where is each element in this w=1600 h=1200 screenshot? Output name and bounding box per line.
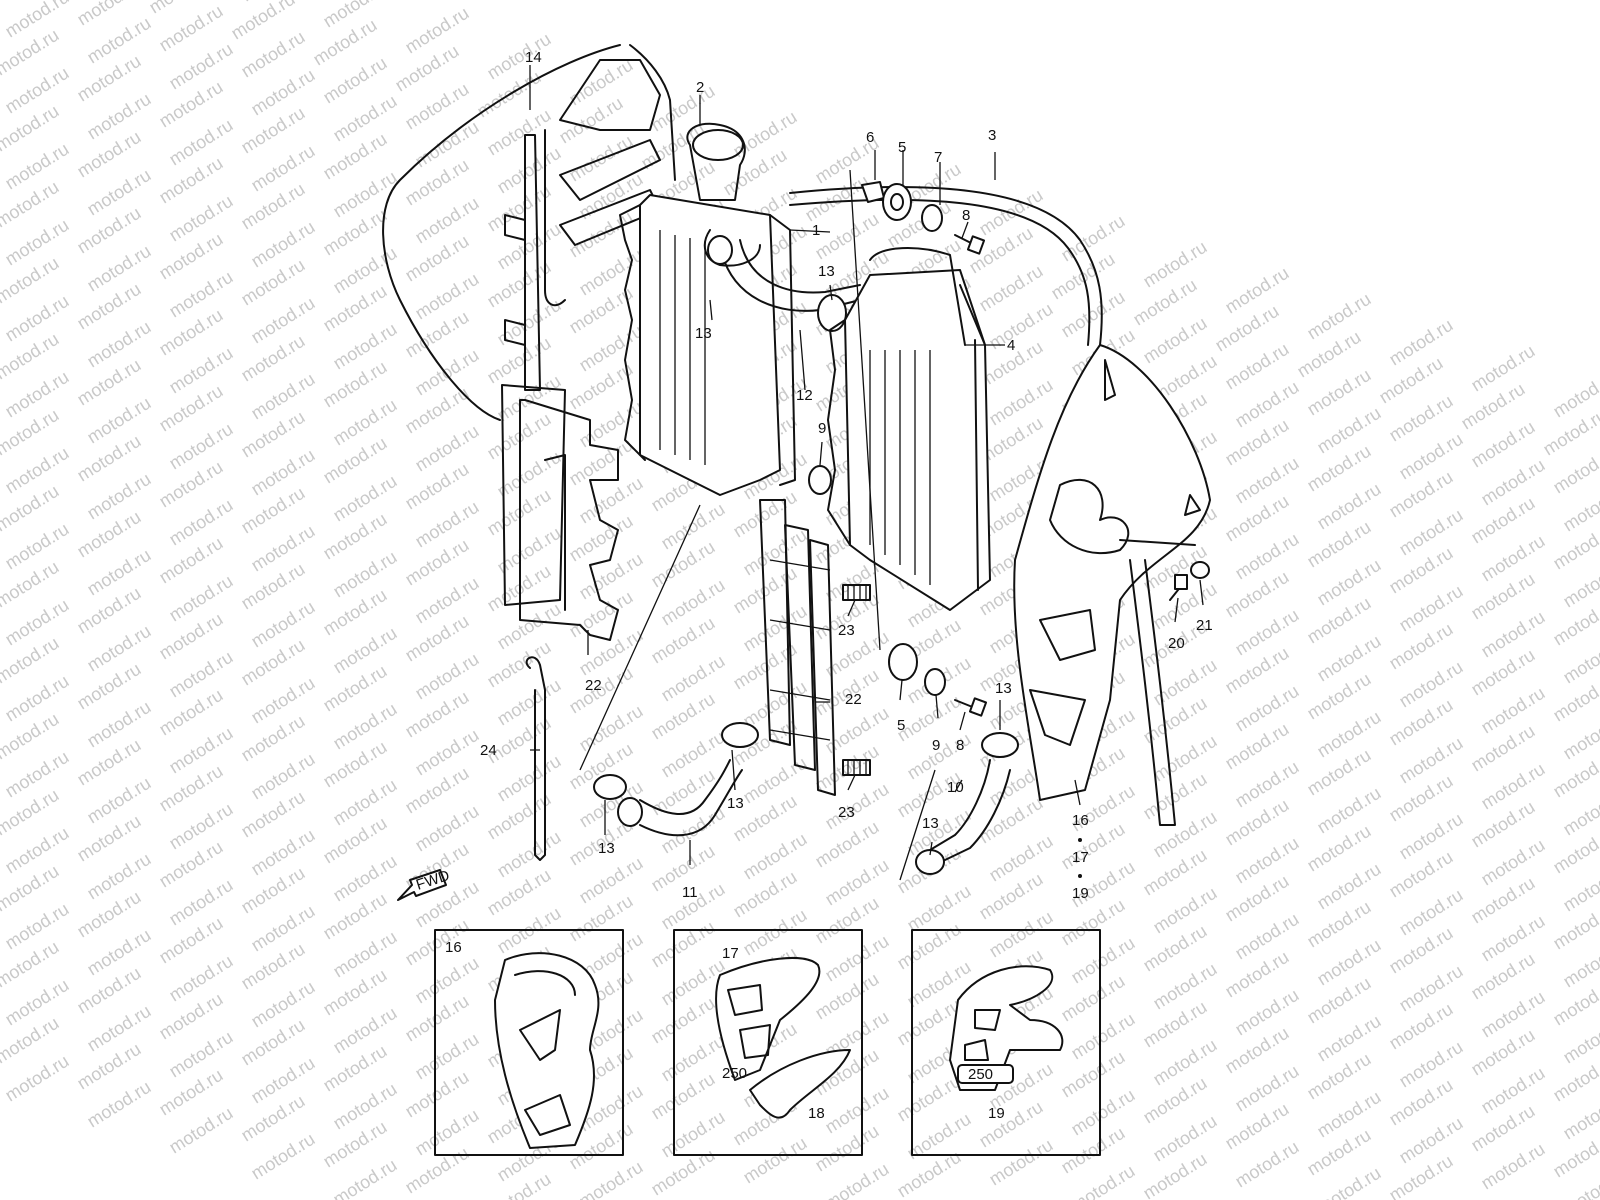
callout-2: 2 (696, 79, 704, 96)
inset-17-model-text: 250 (722, 1065, 747, 1082)
inset-17-label: 17 (722, 945, 739, 962)
part-8-bolt-top (954, 234, 986, 255)
inset-19-decal-set: 250 19 (911, 929, 1101, 1156)
callout-13-e: 13 (598, 840, 615, 857)
callout-3: 3 (988, 127, 996, 144)
part-3-breather-pipe (789, 186, 1103, 346)
callout-13-c: 13 (995, 680, 1012, 697)
callout-5-lower: 5 (897, 717, 905, 734)
callout-4: 4 (1007, 337, 1015, 354)
inset-16-decal-set: 16 (434, 929, 624, 1156)
part-8-bolt-lower (954, 697, 988, 717)
part-23-spring-lower (842, 759, 871, 776)
callout-8-top: 8 (962, 207, 970, 224)
part-6-collar (861, 181, 885, 203)
part-16-radiator-cover-right (1013, 344, 1211, 826)
callouts: 14 2 6 5 7 3 8 1 13 13 4 12 9 23 22 22 2… (480, 49, 1213, 902)
part-22-radiator-guard-left (501, 384, 619, 641)
fwd-arrow-icon: FWD (397, 867, 452, 901)
callout-17: 17 (1072, 849, 1089, 866)
part-20-bolt (1169, 574, 1188, 601)
part-14-radiator-shroud (382, 44, 676, 421)
inset-19-label: 19 (988, 1105, 1005, 1122)
callout-23-upper: 23 (838, 622, 855, 639)
callout-11: 11 (682, 884, 698, 901)
callout-9-mid: 9 (818, 420, 826, 437)
part-11-lower-hose-left (593, 722, 759, 837)
callout-20: 20 (1168, 635, 1185, 652)
part-12-connecting-hose (707, 235, 861, 332)
callout-22-left: 22 (585, 677, 602, 694)
callout-22-mid: 22 (845, 691, 862, 708)
part-5-grommet-lower (888, 643, 918, 681)
callout-6: 6 (866, 129, 874, 146)
callout-5-top: 5 (898, 139, 906, 156)
callout-7: 7 (934, 149, 942, 166)
part-23-spring-upper (842, 584, 871, 601)
part-9-cushion-mid (808, 465, 832, 495)
callout-13-b: 13 (695, 325, 712, 342)
part-4-radiator-right (827, 247, 991, 611)
part-24-cable-tie (525, 656, 546, 861)
callout-13-a: 13 (818, 263, 835, 280)
callout-9-lower: 9 (932, 737, 940, 754)
callout-10: 10 (947, 779, 964, 796)
callout-14: 14 (525, 49, 542, 66)
callout-23-lower: 23 (838, 804, 855, 821)
inset-18-label: 18 (808, 1105, 825, 1122)
part-bracket-left (504, 134, 541, 391)
inset-19-model-text: 250 (968, 1066, 993, 1083)
callout-1: 1 (812, 222, 820, 239)
callout-16: 16 (1072, 812, 1089, 829)
part-1-radiator-left (619, 122, 796, 496)
part-5-grommet-top (882, 183, 912, 221)
callout-21: 21 (1196, 617, 1213, 634)
leader-lines (529, 65, 1204, 881)
callout-13-f: 13 (922, 815, 939, 832)
part-21-washer (1190, 561, 1210, 579)
callout-8-lower: 8 (956, 737, 964, 754)
callout-24: 24 (480, 742, 497, 759)
callout-19: 19 (1072, 885, 1089, 902)
inset-16-label: 16 (445, 939, 462, 956)
part-7-washer (921, 204, 943, 232)
inset-17-18-decal-set: 17 250 18 (673, 929, 863, 1156)
callout-12: 12 (796, 387, 813, 404)
part-9-washer-lower (924, 668, 946, 696)
callout-13-d: 13 (727, 795, 744, 812)
part-22-radiator-grille (759, 499, 836, 796)
part-10-lower-hose-right (915, 732, 1019, 875)
